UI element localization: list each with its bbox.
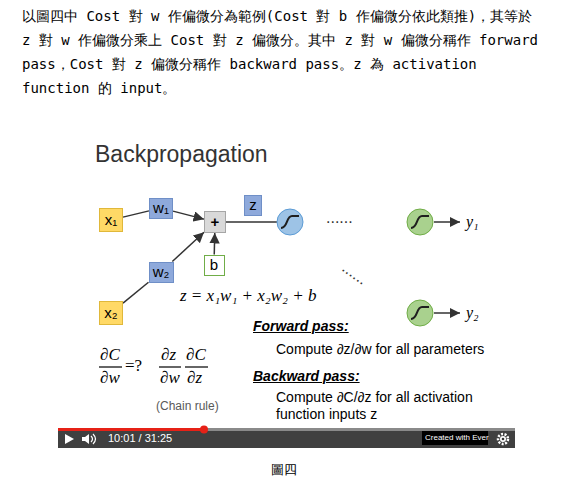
slide-background bbox=[58, 100, 515, 448]
sigmoid-neuron bbox=[277, 209, 303, 235]
weight-box: w₁ bbox=[149, 198, 173, 219]
output-arrow bbox=[434, 221, 460, 223]
sigmoid-neuron bbox=[407, 209, 433, 235]
description-text: Compute ∂C/∂z for all activation functio… bbox=[276, 389, 494, 423]
output-label: y₁ bbox=[466, 212, 479, 231]
weight-box: w₂ bbox=[149, 262, 174, 283]
fraction-denominator: ∂w bbox=[160, 368, 180, 388]
connector bbox=[173, 211, 204, 219]
fraction-bar bbox=[185, 366, 208, 367]
slide-title: Backpropagation bbox=[95, 141, 268, 168]
box-label: w₁ bbox=[153, 200, 169, 217]
ellipsis: ...... bbox=[338, 258, 371, 289]
box-label: b bbox=[210, 257, 218, 274]
body-paragraph: 以圖四中 Cost 對 w 作偏微分為範例(Cost 對 b 作偏微分依此類推)… bbox=[22, 4, 547, 100]
fraction-numerator: ∂C bbox=[100, 345, 120, 365]
video-control-bar bbox=[58, 429, 515, 448]
settings-gear-icon bbox=[498, 434, 508, 444]
sum-box: + bbox=[204, 211, 226, 233]
sum-output-line bbox=[226, 221, 277, 223]
connector bbox=[213, 233, 215, 255]
chain-rule-note: (Chain rule) bbox=[156, 399, 219, 413]
connector bbox=[123, 211, 149, 217]
bias-box: b bbox=[204, 255, 225, 276]
box-label: + bbox=[211, 214, 220, 231]
fraction-bar bbox=[159, 366, 181, 367]
output-arrow bbox=[434, 312, 460, 314]
progress-played bbox=[58, 428, 204, 431]
input-box: x₁ bbox=[99, 208, 123, 232]
fraction-denominator: ∂w bbox=[100, 368, 120, 388]
fraction-numerator: ∂C bbox=[186, 345, 206, 365]
sigmoid-neuron bbox=[407, 300, 433, 326]
ellipsis: ...... bbox=[326, 208, 353, 227]
connector bbox=[172, 232, 204, 261]
fraction-bar bbox=[99, 366, 122, 367]
video-timestamp: 10:01 / 31:25 bbox=[108, 432, 172, 445]
input-box: x₂ bbox=[99, 301, 123, 325]
progress-track bbox=[58, 428, 515, 431]
output-label: y₂ bbox=[466, 303, 479, 322]
z-box: z bbox=[244, 195, 262, 216]
fraction-denominator: ∂z bbox=[187, 368, 202, 388]
fraction-numerator: ∂z bbox=[161, 345, 176, 365]
box-label: w₂ bbox=[153, 264, 170, 281]
section-heading: Forward pass: bbox=[253, 318, 349, 335]
figure-caption: 圖四 bbox=[271, 461, 297, 479]
description-text: Compute ∂z/∂w for all parameters bbox=[276, 341, 484, 358]
equals-question: =? bbox=[125, 356, 142, 376]
equation: z = x₁w₁ + x₂w₂ + b bbox=[180, 286, 316, 306]
section-heading: Backward pass: bbox=[253, 368, 360, 385]
box-label: x₁ bbox=[105, 212, 118, 229]
volume-icon bbox=[82, 434, 96, 444]
connector bbox=[123, 282, 149, 303]
play-icon bbox=[65, 434, 74, 444]
progress-handle bbox=[200, 426, 208, 434]
box-label: x₂ bbox=[104, 305, 117, 322]
box-label: z bbox=[249, 197, 257, 214]
watermark: Created with Ever bbox=[425, 433, 489, 443]
watermark-box bbox=[422, 431, 488, 445]
